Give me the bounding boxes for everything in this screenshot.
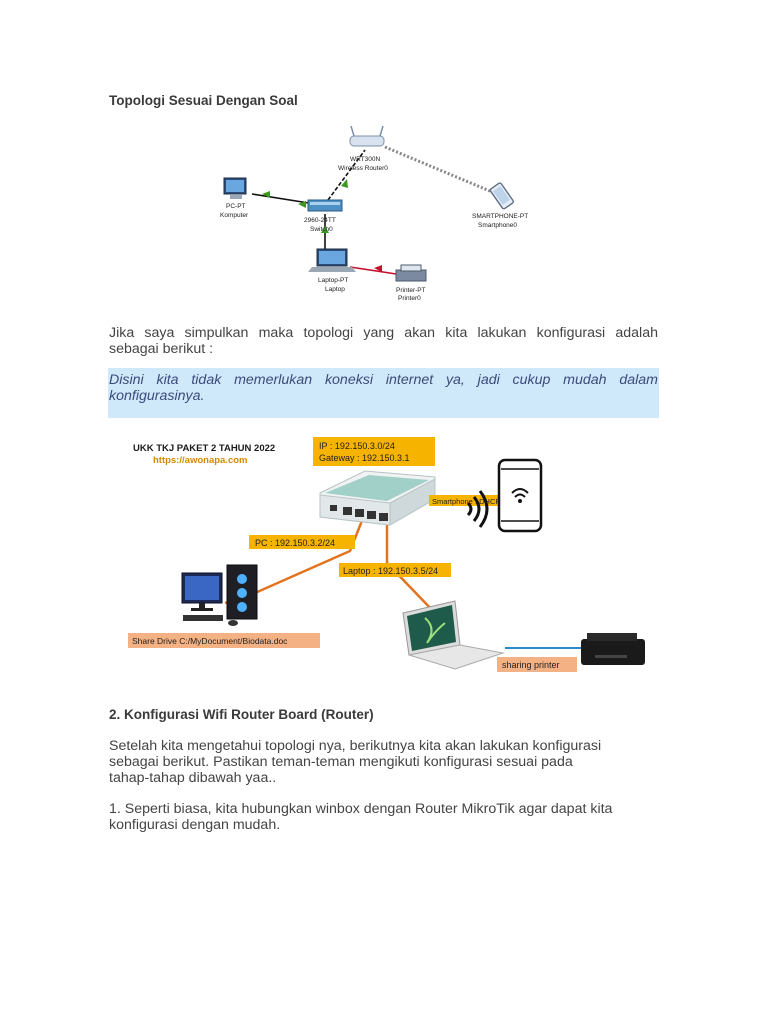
router-name-label: Wireless Router0: [338, 165, 388, 172]
link-down-indicator: [374, 265, 382, 272]
laptop-name-label: Laptop: [325, 286, 345, 293]
link-switch-router: [327, 149, 366, 201]
network-topology-diagram: UKK TKJ PAKET 2 TAHUN 2022 https://awona…: [128, 437, 645, 672]
wireless-router-icon: [349, 125, 385, 147]
diagram-url: https://awonapa.com: [153, 455, 247, 466]
pc-model-label: PC-PT: [226, 203, 246, 210]
laptop-model-label: Laptop-PT: [318, 277, 348, 284]
diagram-title: UKK TKJ PAKET 2 TAHUN 2022: [133, 443, 275, 454]
para2-line1: Setelah kita mengetahui topologi nya, be…: [109, 738, 602, 754]
laptop-label-box: [339, 563, 451, 577]
smartphone-label: Smartphone : DHCP/24: [432, 497, 511, 506]
smartphone-name-label: Smartphone0: [478, 222, 517, 229]
switch-name-label: Switch0: [310, 226, 333, 233]
share-drive-label: Share Drive C:/MyDocument/Biodata.doc: [132, 636, 288, 646]
intro-paragraph-line2: sebagai berikut :: [109, 341, 214, 357]
step1-line2: konfigurasi dengan mudah.: [109, 817, 281, 833]
printer-name-label: Printer0: [398, 295, 421, 302]
link-up-indicator: [298, 201, 306, 208]
ip-label-box: [313, 437, 435, 466]
pc-name-label: Komputer: [220, 212, 249, 219]
section-heading-topologi: Topologi Sesuai Dengan Soal: [109, 93, 298, 108]
section-heading-konfigurasi: 2. Konfigurasi Wifi Router Board (Router…: [109, 707, 374, 722]
link-up-indicator: [341, 179, 348, 188]
smartphone-model-label: SMARTPHONE-PT: [472, 213, 528, 220]
wifi-icon: [466, 490, 489, 528]
printer-icon: [395, 264, 427, 282]
sharing-printer-label: sharing printer: [502, 660, 560, 670]
smartphone-icon: [497, 458, 543, 533]
para2-line3: tahap-tahap dibawah yaa..: [109, 770, 277, 786]
note-line1: Disini kita tidak memerlukan koneksi int…: [109, 372, 658, 388]
step1-line1: 1. Seperti biasa, kita hubungkan winbox …: [109, 801, 613, 817]
desktop-pc-icon: [181, 564, 258, 626]
switch-model-label: 2960-24TT: [304, 217, 336, 224]
sharing-printer-label-box: [497, 657, 577, 672]
ip-label: IP : 192.150.3.0/24: [319, 441, 395, 451]
gateway-label: Gateway : 192.150.3.1: [319, 453, 410, 463]
switch-icon: [307, 199, 343, 212]
packet-tracer-topology: WRT300N Wireless Router0 PC-PT Komputer …: [220, 125, 528, 302]
para2-line2: sebagai berikut. Pastikan teman-teman me…: [109, 754, 573, 770]
router-model-label: WRT300N: [350, 156, 381, 163]
link-up-indicator: [321, 226, 329, 233]
pc-icon: [223, 177, 247, 199]
laptop-icon: [308, 248, 356, 272]
printer-icon: [581, 633, 645, 665]
pc-label: PC : 192.150.3.2/24: [255, 538, 335, 548]
link-laptop-printer: [349, 266, 397, 275]
laptop-icon: [402, 600, 505, 670]
note-line2: konfigurasinya.: [109, 388, 205, 404]
share-drive-label-box: [128, 633, 320, 648]
mikrotik-router-icon: [319, 470, 436, 526]
pc-label-box: [249, 535, 355, 549]
intro-paragraph-line1: Jika saya simpulkan maka topologi yang a…: [109, 325, 658, 341]
link-up-indicator: [262, 191, 270, 198]
laptop-label: Laptop : 192.150.3.5/24: [343, 566, 438, 576]
smartphone-label-box: [429, 495, 511, 506]
printer-model-label: Printer-PT: [396, 287, 426, 294]
note-box: Disini kita tidak memerlukan koneksi int…: [108, 368, 659, 418]
wireless-link: [384, 145, 498, 196]
smartphone-icon: [489, 182, 514, 210]
